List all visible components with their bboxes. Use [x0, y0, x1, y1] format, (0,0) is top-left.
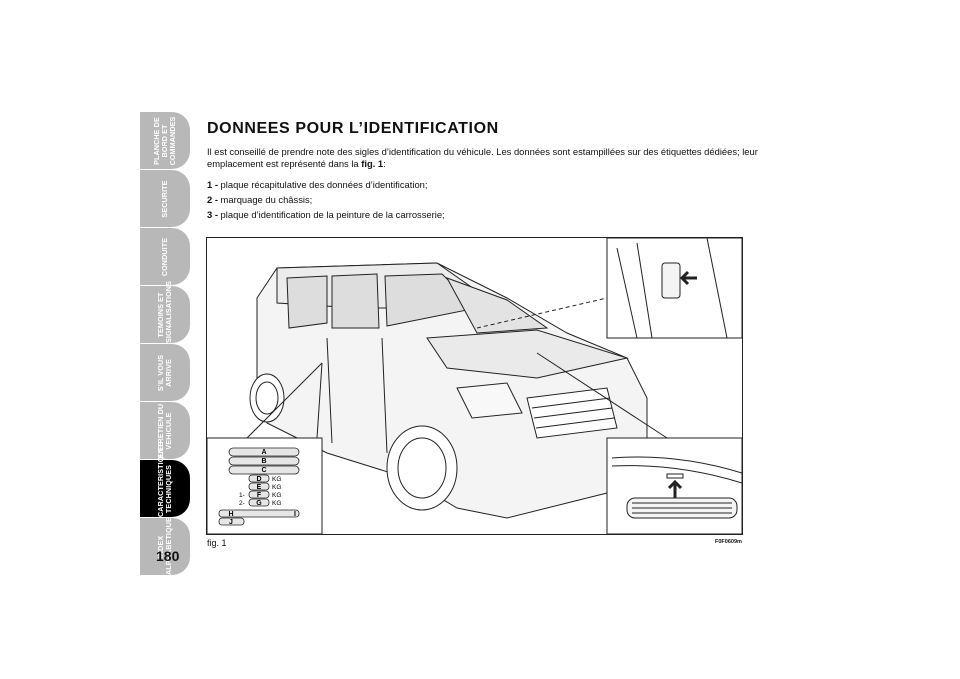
tab-temoins[interactable]: TEMOINS ET SIGNALISATIONS	[140, 280, 190, 343]
list-item: 3 - plaque d’identification de la peintu…	[207, 207, 445, 222]
intro-paragraph: Il est conseillé de prendre note des sig…	[207, 146, 777, 170]
tab-label: SECURITE	[160, 179, 169, 218]
plate-letter: G	[256, 500, 262, 507]
plate-unit: KG	[272, 476, 281, 483]
list-item: 2 - marquage du châssis;	[207, 192, 445, 207]
tab-index[interactable]: INDEX ALPHABETIQUE	[140, 516, 190, 575]
tab-label: TEMOINS ET SIGNALISATIONS	[156, 280, 173, 343]
plate-unit: KG	[272, 500, 281, 507]
item-number: 3 -	[207, 209, 218, 220]
plate-letter: H	[228, 511, 233, 518]
item-text: marquage du châssis;	[217, 194, 313, 205]
item-text: plaque d’identification de la peinture d…	[217, 209, 445, 220]
figure-reference: fig. 1	[361, 158, 384, 169]
intro-end: :	[383, 158, 386, 169]
plate-letter: B	[261, 458, 266, 465]
intro-text: Il est conseillé de prendre note des sig…	[207, 146, 758, 169]
van-illustration: A B C D E F G H I J KG KG KG KG 1- 2-	[207, 238, 742, 534]
plate-prefix: 1-	[239, 492, 245, 499]
plate-unit: KG	[272, 492, 281, 499]
item-number: 1 -	[207, 179, 218, 190]
plate-letter: D	[256, 476, 261, 483]
vehicle-identification-figure: A B C D E F G H I J KG KG KG KG 1- 2-	[206, 237, 743, 535]
list-item: 1 - plaque récapitulative des données d’…	[207, 177, 445, 192]
tab-label: CONDUITE	[160, 237, 169, 276]
figure-caption: fig. 1	[207, 538, 227, 548]
plate-letter: C	[261, 467, 266, 474]
tab-label: PLANCHE DE BORD ET COMMANDES	[152, 116, 177, 165]
plate-letter: J	[229, 519, 233, 526]
tab-caracteristiques[interactable]: CARACTERISTIQUES TECHNIQUES	[140, 441, 190, 517]
plate-letter: F	[257, 492, 262, 499]
tab-label: INDEX ALPHABETIQUE	[156, 516, 173, 575]
item-text: plaque récapitulative des données d’iden…	[217, 179, 428, 190]
tab-planche-de-bord[interactable]: PLANCHE DE BORD ET COMMANDES	[140, 112, 190, 169]
plate-letter: A	[261, 449, 266, 456]
identification-list: 1 - plaque récapitulative des données d’…	[207, 177, 445, 222]
tab-entretien[interactable]: ENTRETIEN DU VEHICULE	[140, 402, 190, 459]
tab-label: S’IL VOUS ARRIVE	[156, 354, 173, 391]
plate-letter: I	[294, 511, 296, 518]
tab-sil-vous-arrive[interactable]: S’IL VOUS ARRIVE	[140, 344, 190, 401]
plate-prefix: 2-	[239, 500, 245, 507]
plate-unit: KG	[272, 484, 281, 491]
tab-securite[interactable]: SECURITE	[140, 170, 190, 227]
item-number: 2 -	[207, 194, 218, 205]
plate-letter: E	[257, 484, 262, 491]
page-title: DONNEES POUR L’IDENTIFICATION	[207, 120, 499, 137]
page-number: 180	[156, 548, 180, 564]
figure-code: F0F0609m	[715, 539, 742, 545]
tab-label: CARACTERISTIQUES TECHNIQUES	[156, 441, 173, 517]
tab-conduite[interactable]: CONDUITE	[140, 228, 190, 285]
